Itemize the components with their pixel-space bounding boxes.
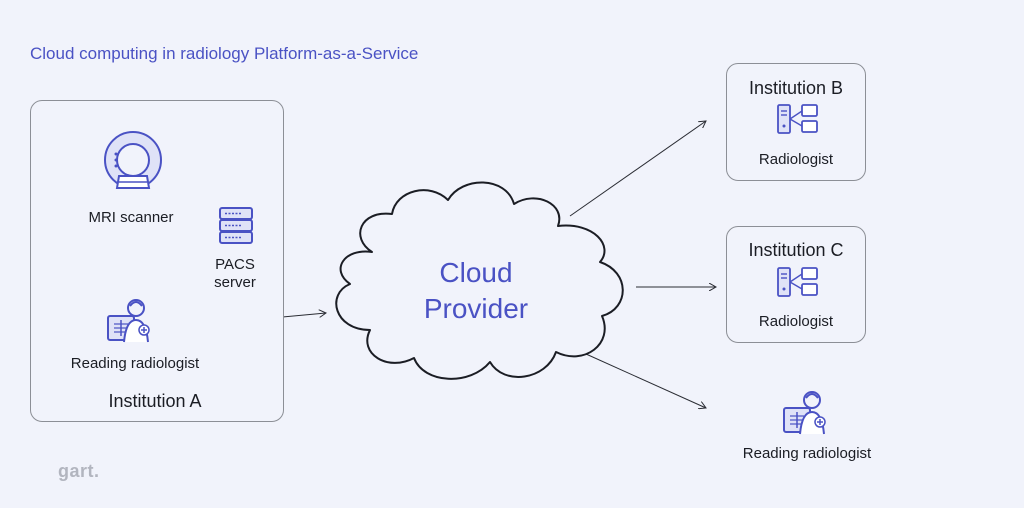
gart-logo: gart. <box>58 461 100 481</box>
institution-b-role: Radiologist <box>758 151 834 168</box>
cloud-shape <box>335 181 624 380</box>
mri-scanner-label: MRI scanner <box>88 209 174 226</box>
workstation-icon <box>776 266 820 300</box>
workstation-icon <box>776 103 820 137</box>
remote-reading-radiologist-label: Reading radiologist <box>742 445 872 462</box>
mri-scanner-icon <box>102 130 164 194</box>
reading-radiologist-icon <box>782 388 832 436</box>
reading-radiologist-icon <box>106 296 156 344</box>
institution-a-label: Institution A <box>108 391 202 411</box>
page-title: Cloud computing in radiology Platform-as… <box>30 44 419 63</box>
institution-c-label: Institution C <box>748 240 844 260</box>
cloud-provider-line1: Cloud <box>439 257 513 288</box>
institution-b-label: Institution B <box>748 78 844 98</box>
reading-radiologist-label: Reading radiologist <box>70 355 200 372</box>
pacs-label-line2: server <box>214 274 256 291</box>
cloud-provider-line2: Provider <box>423 293 529 324</box>
cloud-reader-arrow <box>585 353 706 408</box>
pacs-server-icon <box>218 206 254 246</box>
institution-c-box <box>726 226 866 343</box>
cloud-b-arrow <box>569 121 706 217</box>
pacs-label-line1: PACS <box>215 256 255 273</box>
institution-c-role: Radiologist <box>758 313 834 330</box>
